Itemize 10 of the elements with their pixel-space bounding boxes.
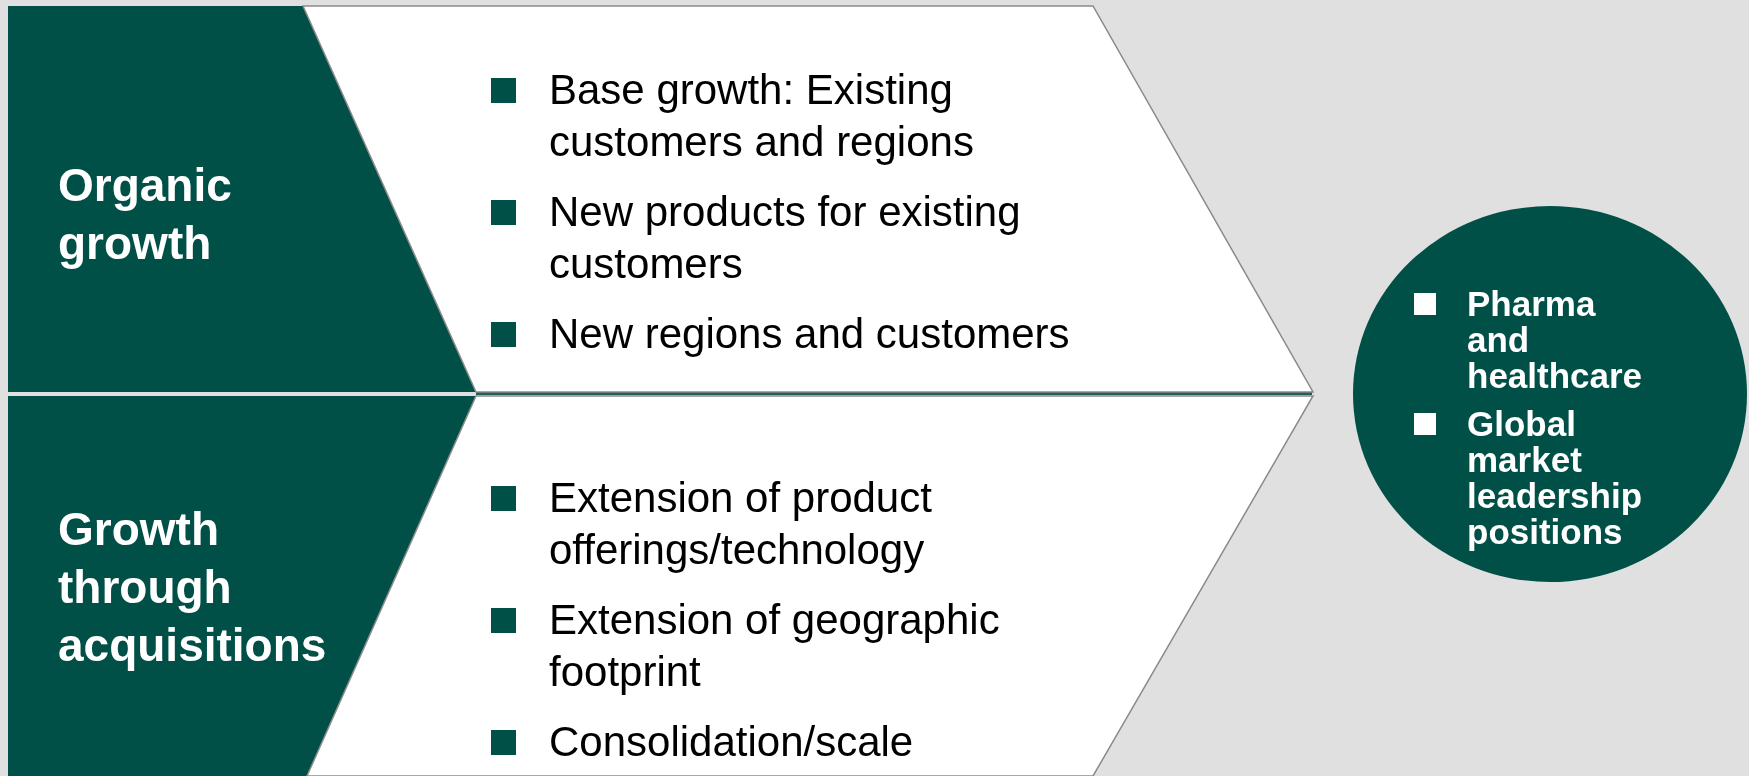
bullet-text: Base growth: Existing customers and regions (549, 65, 975, 167)
bullet-text: New regions and customers (549, 309, 1071, 359)
bullet-text: New products for existing customers (549, 187, 1022, 289)
bullet-text: Global market leadership positions (1467, 406, 1644, 550)
bullet-text: Extension of geographic footprint (549, 595, 1001, 697)
bullet-text: Extension of product offerings/technology (549, 473, 933, 575)
category-label: Growth through acquisitions (58, 502, 328, 673)
category-label: Organic growth (58, 158, 233, 271)
bullet-text: Pharma and healthcare (1467, 286, 1644, 394)
bullet-text: Consolidation/scale (549, 717, 915, 767)
